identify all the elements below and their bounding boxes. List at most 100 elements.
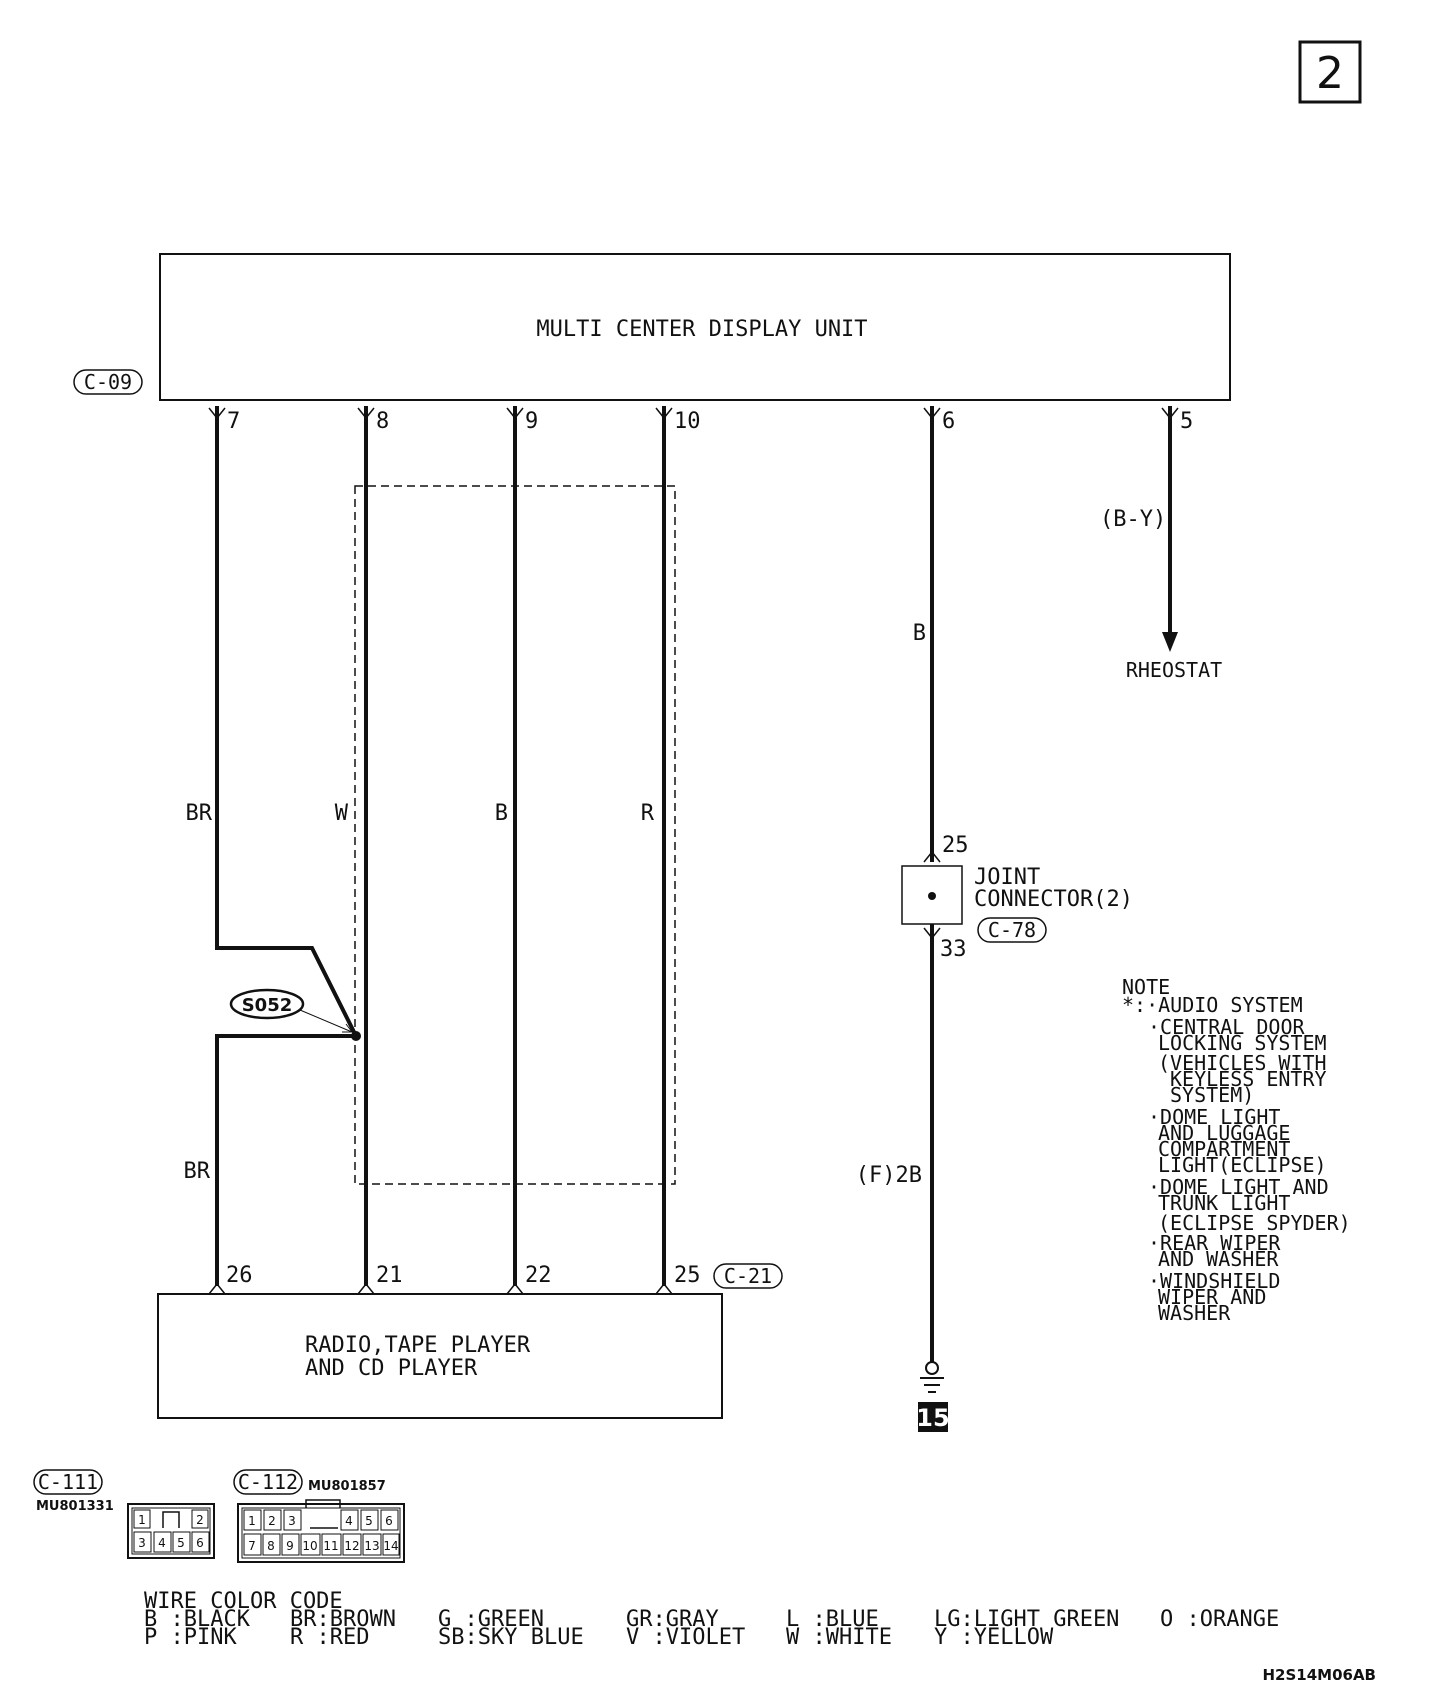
- note-line: (ECLIPSE SPYDER): [1158, 1211, 1351, 1235]
- c112-pin: 6: [385, 1514, 393, 1528]
- pin-22: 22: [525, 1263, 552, 1288]
- rheostat-label: RHEOSTAT: [1126, 658, 1222, 682]
- radio-tape-cd-player: [157, 1293, 723, 1419]
- c112-pin: 11: [323, 1539, 338, 1553]
- joint-pin-25: 25: [942, 833, 969, 858]
- wire-color-b-y: (B-Y): [1100, 507, 1166, 532]
- c112-pin: 8: [267, 1539, 275, 1553]
- radio-label-line1: RADIO,TAPE PLAYER: [305, 1333, 531, 1358]
- multi-center-display-unit: [159, 253, 1231, 401]
- c111-id: C-111: [38, 1470, 98, 1494]
- c112-pin: 12: [344, 1539, 359, 1553]
- color-code-entry: P :PINK: [144, 1625, 237, 1650]
- c111-pin: 1: [138, 1513, 146, 1527]
- note-line: (VEHICLES WITH: [1158, 1051, 1327, 1075]
- wire-w: [357, 406, 375, 1295]
- wire-r: [655, 406, 673, 1295]
- color-code-entry: G :GREEN: [438, 1607, 544, 1632]
- joint-connector-badge: [977, 917, 1047, 943]
- note-line: ·CENTRAL DOOR: [1148, 1015, 1305, 1039]
- pin-10: 10: [674, 409, 701, 434]
- c111-badge: [33, 1469, 103, 1495]
- c112-pin: 2: [268, 1514, 276, 1528]
- note-line: LOCKING SYSTEM: [1158, 1031, 1327, 1055]
- color-code-entry: L :BLUE: [786, 1607, 879, 1632]
- note-line: KEYLESS ENTRY: [1170, 1067, 1327, 1091]
- c112-part: MU801857: [308, 1479, 386, 1494]
- joint-connector-id: C-78: [988, 918, 1036, 942]
- wire-color-b-ground: B: [913, 621, 926, 646]
- c111-pin: 2: [196, 1513, 204, 1527]
- color-code-entry: W :WHITE: [786, 1625, 892, 1650]
- pin-9: 9: [525, 409, 538, 434]
- mcdu-label: MULTI CENTER DISPLAY UNIT: [536, 317, 867, 342]
- color-code-entry: LG:LIGHT GREEN: [934, 1607, 1119, 1632]
- c111-pin: 4: [158, 1536, 166, 1550]
- pin-26: 26: [226, 1263, 253, 1288]
- joint-connector-node: [928, 892, 936, 900]
- ground-icon: [920, 1361, 944, 1393]
- note-line: ·DOME LIGHT AND: [1148, 1175, 1329, 1199]
- note-line: AND LUGGAGE: [1158, 1121, 1290, 1145]
- c112-pin: 9: [286, 1539, 294, 1553]
- c112-pin: 14: [383, 1539, 398, 1553]
- splice-leader: [299, 1009, 353, 1033]
- note-line: WIPER AND: [1158, 1285, 1266, 1309]
- splice-badge: [229, 988, 305, 1020]
- c111-pin: 6: [196, 1536, 204, 1550]
- ground-ref: 15: [916, 1404, 949, 1432]
- splice-point: [351, 1031, 361, 1041]
- note-line: ·REAR WIPER: [1148, 1231, 1281, 1255]
- joint-connector-label-line1: JOINT: [974, 865, 1040, 890]
- note-line: WASHER: [1158, 1301, 1231, 1325]
- page-number-box: [1298, 40, 1362, 104]
- wire-br: [208, 406, 357, 1295]
- color-code-entry: Y :YELLOW: [934, 1625, 1054, 1650]
- color-code-entry: BR:BROWN: [290, 1607, 396, 1632]
- c112-connector-face: [237, 1499, 405, 1563]
- pin-7: 7: [227, 409, 240, 434]
- c112-pin: 1: [248, 1514, 256, 1528]
- page-number: 2: [1316, 48, 1344, 99]
- note-block: NOTE *:·AUDIO SYSTEM ·CENTRAL DOOR LOCKI…: [1122, 975, 1351, 1325]
- c112-pin: 4: [345, 1514, 353, 1528]
- joint-connector: [901, 865, 963, 925]
- note-line: *:·AUDIO SYSTEM: [1122, 993, 1303, 1017]
- wire-color-br-lower: BR: [184, 1159, 211, 1184]
- c112-pin: 3: [288, 1514, 296, 1528]
- mcdu-connector-id: C-09: [84, 370, 132, 394]
- color-code-entry: R :RED: [290, 1625, 369, 1650]
- pin-21: 21: [376, 1263, 403, 1288]
- color-code-entry: B :BLACK: [144, 1607, 251, 1632]
- note-line: TRUNK LIGHT: [1158, 1191, 1290, 1215]
- wire-b: [506, 406, 524, 1295]
- c112-pin: 13: [364, 1539, 379, 1553]
- wire-color-br-upper: BR: [186, 801, 213, 826]
- wire-color-w: W: [335, 801, 349, 826]
- note-line: ·WINDSHIELD: [1148, 1269, 1280, 1293]
- pin-5: 5: [1180, 409, 1193, 434]
- color-code-entry: SB:SKY BLUE: [438, 1625, 584, 1650]
- wire-ground: [923, 406, 941, 1362]
- note-line: LIGHT(ECLIPSE): [1158, 1153, 1327, 1177]
- pin-8: 8: [376, 409, 389, 434]
- wire-color-f2b: (F)2B: [856, 1163, 922, 1188]
- drawing-code: H2S14M06AB: [1262, 1666, 1376, 1684]
- c111-pin: 5: [177, 1536, 185, 1550]
- c112-pin: 10: [302, 1539, 317, 1553]
- pin-6: 6: [942, 409, 955, 434]
- color-code-entry: GR:GRAY: [626, 1607, 719, 1632]
- wire-color-code: WIRE COLOR CODE B :BLACK BR:BROWN G :GRE…: [144, 1589, 1279, 1650]
- wire-color-code-title: WIRE COLOR CODE: [144, 1589, 343, 1614]
- wire-color-b: B: [495, 801, 508, 826]
- c111-connector-face: [127, 1503, 215, 1559]
- mcdu-connector-badge: [73, 369, 143, 395]
- joint-pin-33: 33: [940, 937, 967, 962]
- c112-badge: [233, 1469, 303, 1495]
- ground-ref-box: [918, 1402, 948, 1432]
- c111-pin: 3: [138, 1536, 146, 1550]
- wire-color-r: R: [641, 801, 655, 826]
- c112-pin: 7: [248, 1539, 256, 1553]
- radio-connector-id: C-21: [724, 1264, 772, 1288]
